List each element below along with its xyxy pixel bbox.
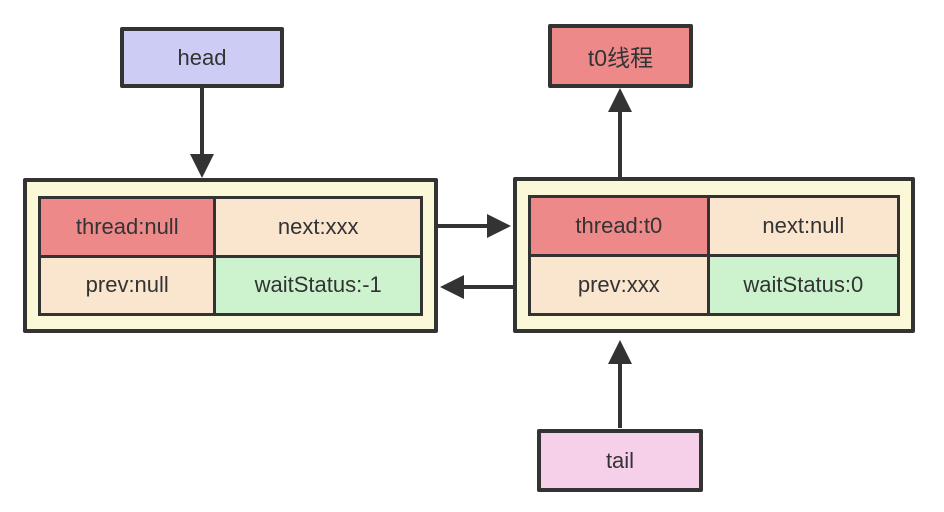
node-tail-prev-cell: prev:xxx <box>531 257 707 313</box>
node-tail-waitstatus-cell: waitStatus:0 <box>709 257 897 313</box>
head-pointer-label: head <box>177 44 227 70</box>
node-head-prev-cell: prev:null <box>41 257 214 313</box>
t0-thread-label: t0线程 <box>587 45 654 71</box>
node-head-next-cell: next:xxx <box>216 199 420 255</box>
node-head-waitstatus-cell: waitStatus:-1 <box>216 257 420 313</box>
node-tail: thread:t0 next:null prev:xxx waitStatus:… <box>513 177 915 333</box>
tail-pointer-label: tail <box>605 447 635 473</box>
tail-pointer-box: tail <box>537 429 703 492</box>
head-pointer-box: head <box>120 27 284 88</box>
t0-thread-box: t0线程 <box>548 24 693 88</box>
node-tail-next-cell: next:null <box>709 198 897 254</box>
node-head-grid: thread:null next:xxx prev:null waitStatu… <box>38 196 423 316</box>
node-head: thread:null next:xxx prev:null waitStatu… <box>23 178 438 333</box>
node-tail-grid: thread:t0 next:null prev:xxx waitStatus:… <box>528 195 900 316</box>
node-tail-thread-cell: thread:t0 <box>531 198 707 254</box>
node-head-thread-cell: thread:null <box>41 199 214 255</box>
